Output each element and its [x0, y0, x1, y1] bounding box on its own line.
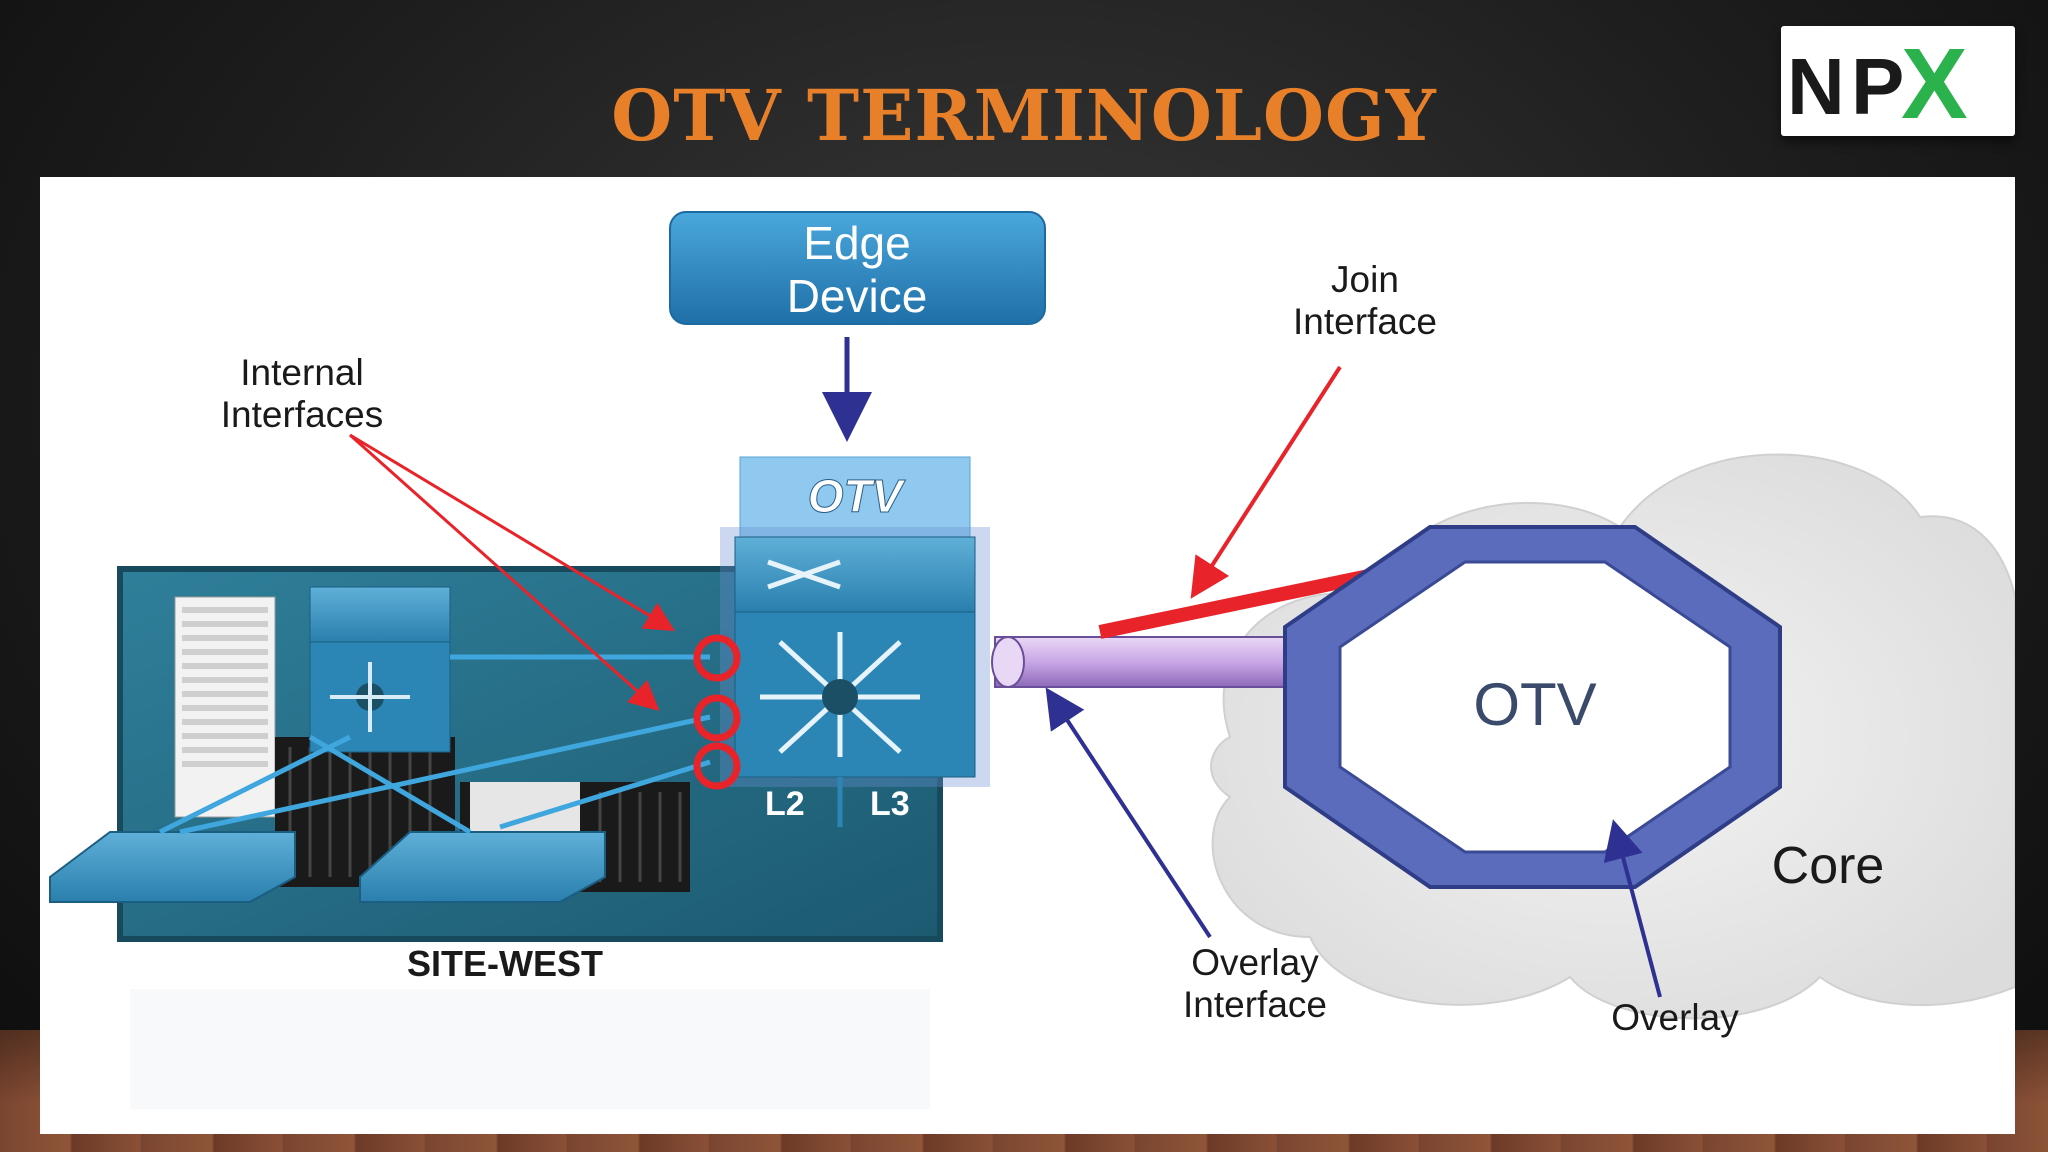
edge-device-callout: Edge Device [669, 211, 1046, 442]
otv-core-label: OTV [1473, 671, 1596, 738]
logo-letter-x: X [1901, 28, 1968, 136]
internal-interfaces-line1: Internal [240, 352, 363, 393]
access-switch-icon [359, 831, 606, 903]
logo-letter-p: P [1851, 42, 1904, 131]
otv-diagram: OTV L2 L3 Edge Device OTV [49, 211, 2016, 1109]
overlay-interface-arrow [1045, 687, 1212, 939]
internal-interface-markers [693, 634, 741, 790]
otv-overlay-octagon: OTV [1283, 525, 1782, 889]
internal-links [158, 654, 711, 835]
join-interface-line2: Interface [1293, 301, 1437, 342]
join-interface-arrow [1190, 365, 1342, 599]
overlay-interface-line2: Interface [1183, 984, 1327, 1025]
site-switch-icon [309, 586, 451, 753]
overlay-label: Overlay [1611, 997, 1739, 1038]
edge-device-line2: Device [787, 270, 928, 322]
internal-interfaces-line2: Interfaces [221, 394, 383, 435]
access-switch-icon [49, 831, 296, 903]
otv-edge-device: OTV [720, 456, 990, 787]
overlay-interface-line1: Overlay [1191, 942, 1319, 983]
l2-label: L2 [765, 785, 805, 823]
diagram-panel: OTV L2 L3 Edge Device OTV [40, 177, 2016, 1134]
npx-logo: N P X [1781, 26, 2015, 140]
internal-interfaces-arrows [349, 433, 676, 711]
site-west-label: SITE-WEST [407, 943, 603, 984]
otv-device-label: OTV [808, 470, 906, 522]
l3-label: L3 [870, 785, 910, 823]
join-interface-line1: Join [1331, 259, 1399, 300]
slide-title: OTV TERMINOLOGY [611, 74, 1437, 157]
core-label: Core [1772, 837, 1885, 895]
logo-letter-n: N [1787, 42, 1845, 131]
edge-device-line1: Edge [803, 217, 910, 269]
site-reflection [130, 989, 930, 1109]
overlay-arrow [1603, 819, 1662, 998]
npx-logo-graphic: N P X [1787, 28, 1968, 140]
